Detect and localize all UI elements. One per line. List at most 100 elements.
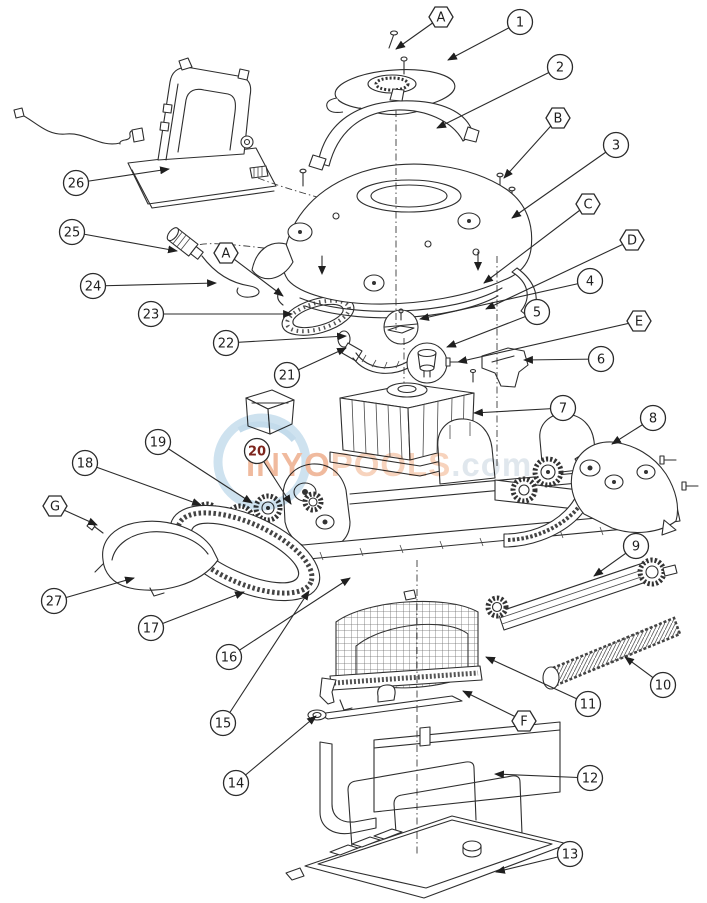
- leader-line: [462, 690, 525, 722]
- balloon-label: 20: [248, 444, 266, 459]
- part-power-supply: [13, 57, 277, 209]
- centerlines: [395, 110, 498, 856]
- part-clamp: [481, 347, 529, 388]
- hexagon-balloon: [545, 107, 571, 129]
- balloon-label: 22: [218, 336, 235, 351]
- circle-balloon: [71, 449, 99, 477]
- part-cable-connector: [166, 227, 260, 298]
- circle-balloon: [639, 404, 667, 432]
- leader-line: [228, 577, 351, 658]
- balloon-label: 4: [586, 274, 594, 289]
- callout-6: 6: [523, 345, 615, 373]
- callout-e: E: [457, 310, 652, 364]
- callout-d: D: [485, 229, 645, 310]
- callout-20: 20: [243, 437, 292, 505]
- circle-balloon: [576, 267, 604, 295]
- circle-balloon: [137, 614, 165, 642]
- line-art: [13, 30, 699, 899]
- leader-line: [222, 590, 310, 724]
- callout-14: 14: [222, 715, 317, 797]
- callout-8: 8: [611, 404, 667, 445]
- balloon-label: 2: [556, 60, 564, 75]
- part-filter-screen: [319, 589, 483, 711]
- leader-line: [92, 279, 217, 288]
- part-bottom-plate: [285, 761, 569, 899]
- balloon-label: 23: [143, 307, 160, 322]
- callout-7: 7: [473, 394, 577, 422]
- callout-c: C: [483, 193, 601, 284]
- leader-line: [446, 311, 538, 348]
- callout-19: 19: [144, 428, 253, 504]
- balloon-label: 9: [632, 539, 640, 554]
- balloon-label: 8: [649, 411, 657, 426]
- callout-24: 24: [79, 272, 217, 300]
- leader-line: [494, 770, 591, 779]
- balloon-label: 26: [68, 176, 85, 191]
- balloon-label: 19: [150, 435, 167, 450]
- leader-line: [436, 66, 561, 129]
- callout-22: 22: [212, 329, 347, 357]
- hexagon-balloon: [42, 495, 68, 517]
- part-impeller: [383, 308, 419, 345]
- circle-balloon: [62, 169, 90, 197]
- balloon-label: 14: [228, 776, 245, 791]
- callout-13: 13: [495, 840, 584, 874]
- callout-4: 4: [419, 267, 604, 321]
- balloon-label: 27: [46, 594, 63, 609]
- balloon-label: C: [583, 197, 592, 212]
- balloon-label: 16: [221, 650, 238, 665]
- part-roller: [485, 557, 678, 631]
- callout-11: 11: [485, 656, 602, 718]
- leader-line: [485, 239, 633, 310]
- circle-balloon: [144, 428, 172, 456]
- balloon-label: A: [222, 246, 231, 261]
- balloon-label: G: [50, 499, 60, 514]
- hexagon-balloon: [213, 242, 239, 264]
- watermark: INYOPOOLS.com: [213, 413, 531, 511]
- hexagon-balloon: [575, 193, 601, 215]
- part-side-plate-right: [570, 441, 699, 536]
- part-right-pulleys: [510, 456, 564, 504]
- circle-balloon: [40, 587, 68, 615]
- balloon-label: A: [437, 10, 446, 25]
- circle-balloon: [212, 329, 240, 357]
- leader-line: [84, 462, 202, 506]
- circle-balloon: [546, 53, 574, 81]
- callout-23: 23: [137, 300, 293, 328]
- balloon-label: 21: [279, 368, 296, 383]
- leader-line: [235, 715, 317, 784]
- hexagon-balloon: [626, 310, 652, 332]
- balloon-label: 24: [85, 279, 102, 294]
- circle-balloon: [137, 300, 165, 328]
- callout-b: B: [503, 107, 571, 179]
- circle-balloon: [273, 361, 301, 389]
- circle-balloon: [574, 690, 602, 718]
- leader-line: [71, 231, 178, 254]
- balloon-label: 5: [533, 305, 541, 320]
- circle-balloon: [58, 218, 86, 246]
- circle-balloon: [556, 840, 584, 868]
- balloon-label: E: [635, 314, 643, 329]
- callout-a: A: [213, 242, 284, 297]
- watermark-swirl: [213, 413, 311, 511]
- callout-1: 1: [447, 8, 534, 61]
- leader-line: [150, 591, 245, 629]
- circle-balloon: [523, 298, 551, 326]
- balloon-label: 10: [655, 678, 672, 693]
- circle-balloon: [222, 769, 250, 797]
- callout-5: 5: [446, 298, 551, 348]
- balloon-label: 15: [215, 716, 232, 731]
- callout-9: 9: [593, 532, 650, 577]
- part-u-bracket: [319, 721, 561, 835]
- circle-balloon: [215, 643, 243, 671]
- balloon-label: 25: [64, 225, 81, 240]
- balloon-label: 6: [597, 352, 605, 367]
- callout-15: 15: [209, 590, 310, 737]
- callout-f: F: [462, 690, 537, 732]
- balloon-label: 18: [77, 456, 94, 471]
- leader-line: [225, 332, 347, 344]
- callout-g: G: [42, 495, 98, 526]
- part-side-plate-left: [94, 520, 219, 597]
